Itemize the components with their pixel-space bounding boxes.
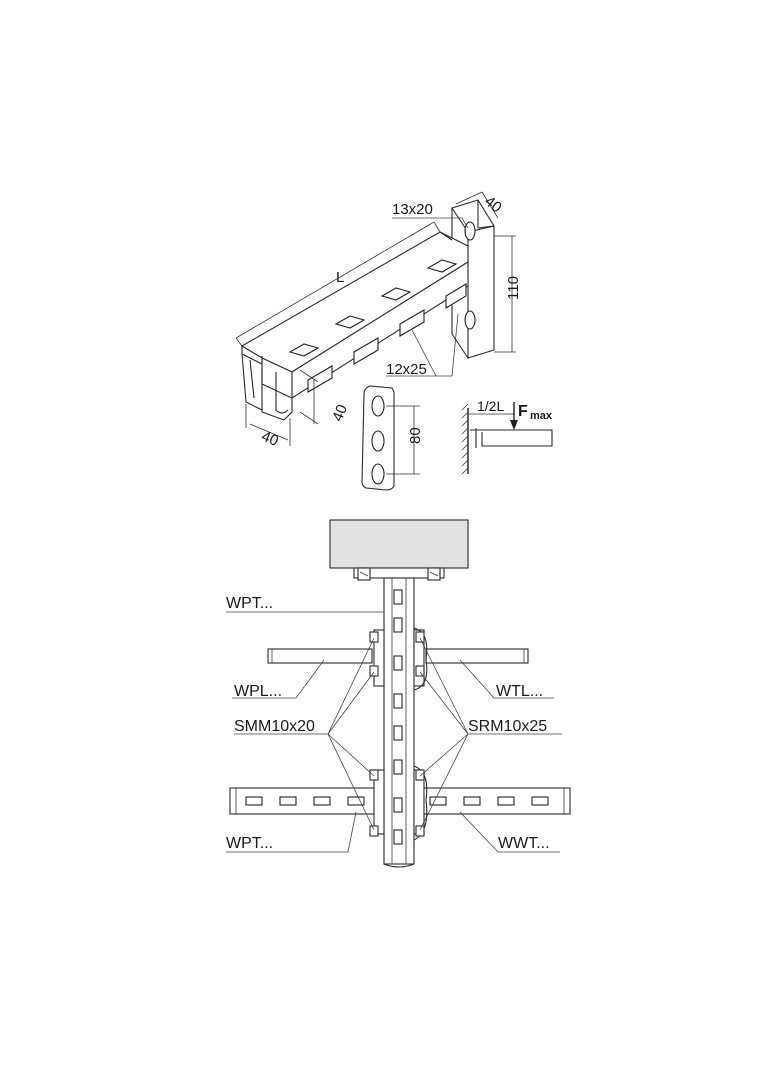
label-wwt: WWT... — [498, 835, 550, 852]
arm-wtl — [425, 648, 529, 664]
plate-hole-bottom — [464, 310, 476, 330]
label-wtl: WTL... — [496, 683, 543, 700]
dim-plate-width: 40 — [481, 193, 505, 217]
label-wpt-bottom: WPT... — [226, 835, 273, 852]
top-slot-4 — [426, 259, 458, 273]
dim-profile-width: 40 — [259, 428, 281, 450]
assembly-drawing: WPT... WPL... WTL... SMM10x20 SRM10x25 W… — [226, 519, 571, 868]
plate-hole-top — [464, 221, 476, 241]
top-slot-2 — [334, 315, 366, 329]
side-slot-4 — [445, 283, 467, 309]
ceiling-block — [329, 519, 469, 569]
top-slot-1 — [288, 343, 320, 357]
detail-hole-3 — [371, 463, 385, 485]
force-symbol: F — [518, 403, 528, 420]
plate-detail: 80 — [361, 385, 424, 491]
dim-length: L — [336, 269, 344, 286]
dim-hole-size: 13x20 — [392, 201, 433, 218]
detail-hole-2 — [371, 430, 385, 452]
force-subscript: max — [530, 410, 553, 422]
detail-hole-1 — [371, 395, 385, 417]
label-srm: SRM10x25 — [468, 718, 547, 735]
dim-hole-spacing: 80 — [407, 427, 424, 444]
bracket-isometric: L 13x20 40 110 12x25 40 40 — [235, 191, 522, 450]
label-smm: SMM10x20 — [234, 718, 315, 735]
top-slot-3 — [380, 287, 412, 301]
side-slot-2 — [353, 337, 379, 365]
dim-profile-height: 40 — [329, 402, 351, 424]
label-wpl: WPL... — [234, 683, 282, 700]
dim-plate-height: 110 — [505, 276, 522, 300]
arm-wpl — [267, 648, 373, 664]
side-slot-3 — [399, 309, 425, 337]
label-wpt-top: WPT... — [226, 595, 273, 612]
load-position: 1/2L — [477, 398, 504, 414]
load-diagram: 1/2L F max — [461, 398, 553, 475]
dim-slot-size: 12x25 — [386, 361, 427, 378]
